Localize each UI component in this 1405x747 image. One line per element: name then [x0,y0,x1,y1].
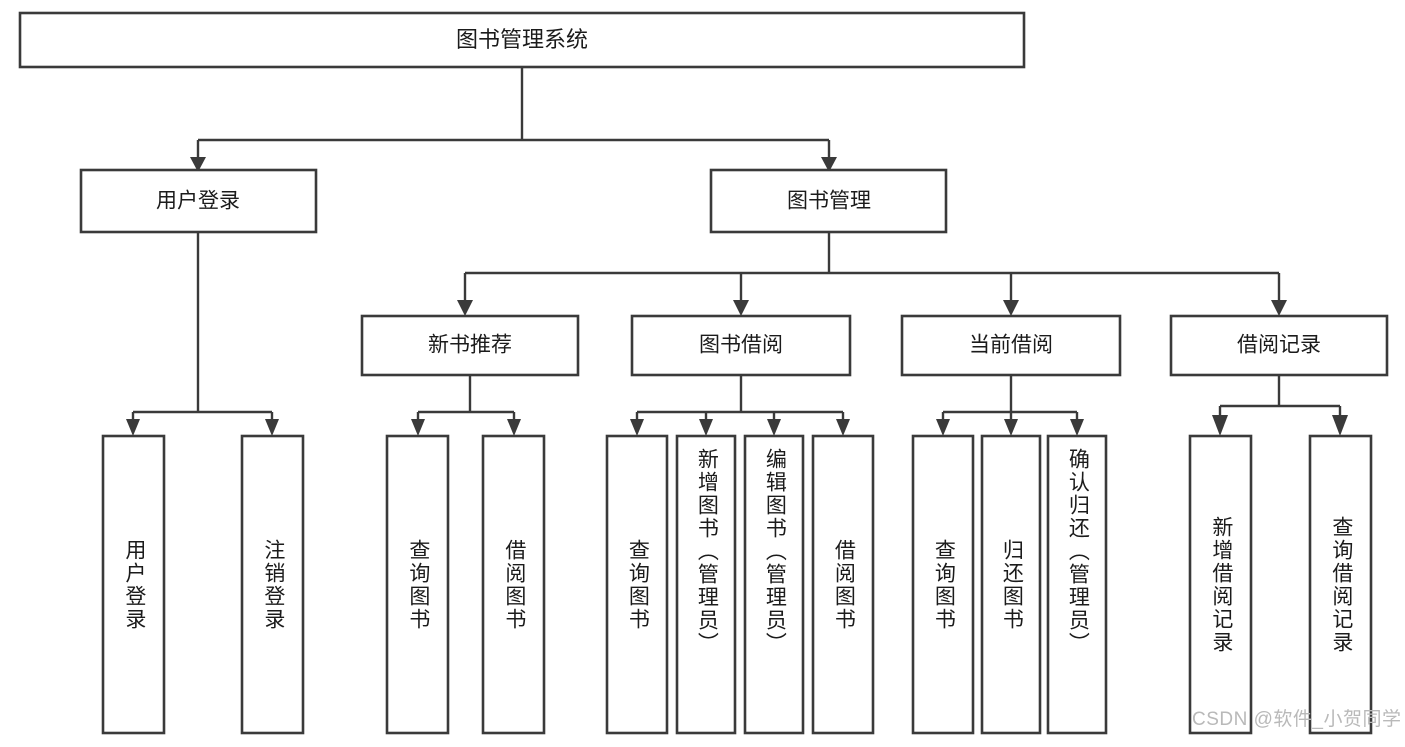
arrow-head-icon [1332,415,1348,436]
node-book-borrow-label: 图书借阅 [699,334,783,357]
leaf-add-borrow-record-box[interactable] [1188,434,1253,735]
node-user-login[interactable]: 用户登录 [79,168,318,234]
node-borrow-record-box[interactable] [1169,314,1389,377]
node-current-borrow-label: 当前借阅 [969,334,1053,357]
node-new-book-recommend-label: 新书推荐 [428,334,512,357]
node-new-book-recommend[interactable]: 新书推荐 [360,314,580,377]
arrow-head-icon [836,419,850,436]
leaf-boxes [101,434,1373,735]
connector-bookborrow-bus [635,375,845,422]
connector-root-bus [196,67,831,157]
leaf-edit-book-admin-box[interactable] [743,434,805,735]
node-borrow-record[interactable]: 借阅记录 [1169,314,1389,377]
connectors [131,67,1342,422]
node-current-borrow[interactable]: 当前借阅 [900,314,1122,377]
leaf-confirm-return-admin-box[interactable] [1046,434,1108,735]
leaf-logout-box[interactable] [240,434,305,735]
arrow-head-icon [1003,300,1019,316]
node-root-system-box[interactable] [18,11,1026,69]
arrow-head-icon [699,419,713,436]
arrow-head-icon [190,157,206,172]
arrow-head-icon [767,419,781,436]
arrow-head-icon [126,419,140,436]
arrow-head-icon [411,419,425,436]
node-borrow-record-label: 借阅记录 [1237,334,1321,357]
arrow-head-icon [1212,415,1228,436]
arrow-head-icon [936,419,950,436]
arrow-head-icon [1271,300,1287,316]
arrow-head-icon [507,419,521,436]
node-new-book-recommend-box[interactable] [360,314,580,377]
connector-userlogin-bus [131,232,274,422]
arrow-head-icon [1070,419,1084,436]
node-book-borrow-box[interactable] [630,314,852,377]
connector-newbook-bus [416,375,516,422]
leaf-query-book-recommend-box[interactable] [385,434,450,735]
leaf-query-borrow-record-box[interactable] [1308,434,1373,735]
arrow-head-icon [821,157,837,172]
node-root-system-label: 图书管理系统 [456,27,588,52]
node-book-management[interactable]: 图书管理 [709,168,948,234]
arrow-head-icon [630,419,644,436]
leaf-query-book-borrow-box[interactable] [605,434,669,735]
node-book-management-box[interactable] [709,168,948,234]
leaf-query-book-current-box[interactable] [911,434,975,735]
leaf-user-login-box[interactable] [101,434,166,735]
node-user-login-box[interactable] [79,168,318,234]
node-root-system[interactable]: 图书管理系统 [18,11,1026,69]
arrow-head-icon [457,300,473,316]
connector-borrowrecord-bus [1218,375,1342,418]
leaf-return-book-box[interactable] [980,434,1042,735]
connector-currentborrow-bus [941,375,1079,422]
arrow-head-icon [1004,419,1018,436]
arrow-head-icon [733,300,749,316]
leaf-borrow-book-recommend-box[interactable] [481,434,546,735]
leaf-add-book-admin-box[interactable] [675,434,737,735]
csdn-watermark: CSDN @软件_小贺同学 [1192,709,1402,730]
node-book-borrow[interactable]: 图书借阅 [630,314,852,377]
connector-bookmgmt-bus [463,232,1281,300]
arrow-heads [126,157,1348,436]
node-current-borrow-box[interactable] [900,314,1122,377]
node-user-login-label: 用户登录 [156,190,240,213]
node-book-management-label: 图书管理 [787,190,871,213]
leaf-borrow-book-box[interactable] [811,434,875,735]
arrow-head-icon [265,419,279,436]
